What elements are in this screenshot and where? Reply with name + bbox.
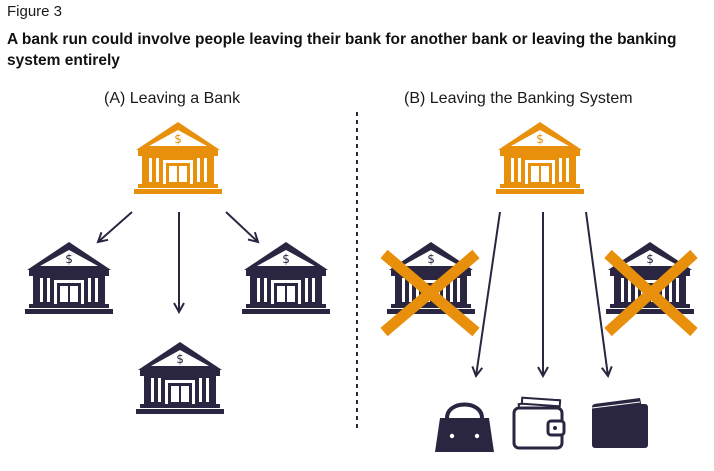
cash-wallet-icon: [512, 396, 566, 450]
origin-bank-icon-b: [496, 122, 584, 194]
failed-bank-icon-left: [387, 242, 475, 314]
destination-bank-icon-left: [25, 242, 113, 314]
arrow-to-wallet: [585, 211, 608, 376]
handbag-icon: [435, 402, 494, 452]
wallet-icon: [591, 398, 648, 448]
arrow-to-bank-left: [98, 211, 133, 242]
destination-bank-icon-bottom: [136, 342, 224, 414]
arrow-to-bank-right: [225, 211, 258, 242]
failed-bank-icon-right: [606, 242, 694, 314]
figure-label: Figure 3: [7, 3, 63, 20]
arrow-to-handbag: [476, 211, 501, 376]
panel-b-title: (B) Leaving the Banking System: [404, 90, 633, 107]
cross-out-icon-left: [380, 249, 480, 337]
destination-bank-icon-right: [242, 242, 330, 314]
cross-out-icon-right: [604, 249, 698, 337]
figure-title: A bank run could involve people leaving …: [7, 31, 677, 69]
panel-a-title: (A) Leaving a Bank: [104, 90, 241, 107]
origin-bank-icon-a: [134, 122, 222, 194]
